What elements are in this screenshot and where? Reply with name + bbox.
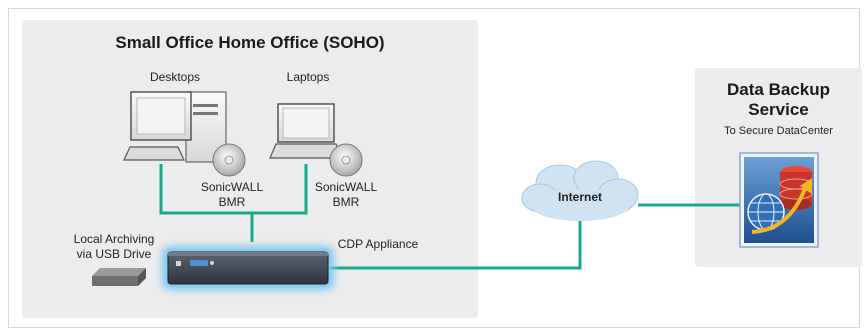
arrow-icon [751,185,808,234]
local-archiving-line2: via USB Drive [76,247,152,261]
laptop-link-line [252,164,308,215]
bmr-left-line2: BMR [218,195,246,209]
connector-lines [159,164,742,270]
desktop-link-line [159,164,252,215]
internet-cloud-icon [521,160,639,221]
internet-label: Internet [557,190,602,204]
local-archiving-line1: Local Archiving [73,232,155,246]
laptops-label: Laptops [286,70,330,84]
backup-subtitle: To Secure DataCenter [724,125,833,137]
bmr-right-line1: SonicWALL [314,180,378,194]
datacenter-icon [739,152,819,248]
desktops-label: Desktops [149,70,201,84]
desktop-icon [123,91,246,177]
usb-drive-icon [92,268,146,286]
laptop-base [269,143,343,159]
backup-title-line2: Service [748,100,809,119]
soho-title: Small Office Home Office (SOHO) [115,33,385,52]
backup-title-line1: Data Backup [727,80,830,99]
appliance-to-internet-line [328,218,582,270]
bmr-left-line1: SonicWALL [200,180,264,194]
laptop-icon [269,103,363,177]
bmr-right-line2: BMR [332,195,360,209]
cdp-appliance-icon [162,246,334,290]
cdp-appliance-label: CDP Appliance [337,237,419,251]
desktop-keyboard [123,146,185,161]
